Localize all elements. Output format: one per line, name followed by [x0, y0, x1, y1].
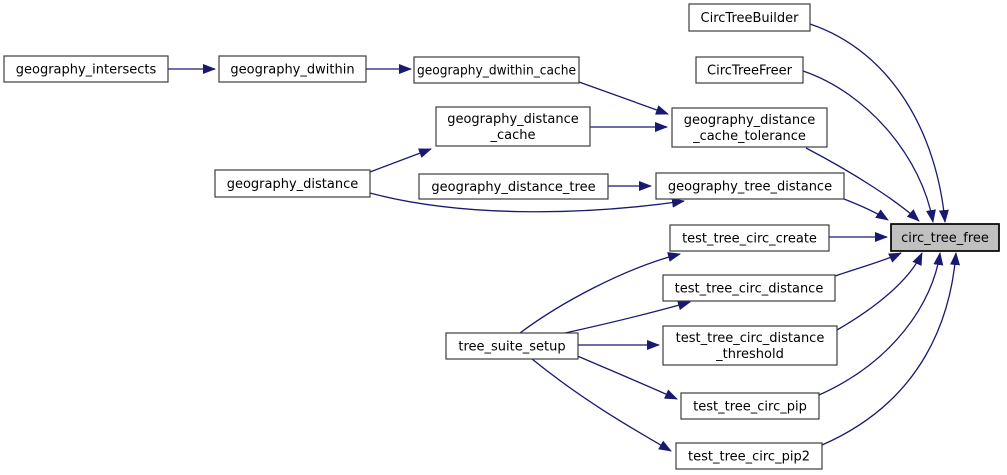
node-test_tree_circ_distance_threshold[interactable]: test_tree_circ_distance_threshold — [662, 325, 838, 366]
node-label-geography_distance_cache_tolerance-line1: geography_distance — [684, 113, 816, 128]
node-CircTreeBuilder[interactable]: CircTreeBuilder — [688, 3, 811, 32]
node-geography_tree_distance[interactable]: geography_tree_distance — [655, 172, 845, 200]
node-box-test_tree_circ_create[interactable] — [669, 224, 830, 252]
node-label-CircTreeFreer: CircTreeFreer — [707, 64, 793, 79]
node-box-geography_intersects[interactable] — [3, 55, 169, 83]
node-box-circ_tree_free[interactable] — [890, 223, 1000, 252]
node-geography_dwithin_cache[interactable]: geography_dwithin_cache — [413, 56, 580, 84]
edge-geography_distance-to-geography_tree_distance — [369, 192, 685, 213]
node-label-CircTreeBuilder: CircTreeBuilder — [701, 11, 800, 26]
node-label-test_tree_circ_create: test_tree_circ_create — [682, 232, 817, 247]
node-circ_tree_free[interactable]: circ_tree_free — [890, 223, 1000, 252]
edge-geography_dwithin_cache-to-geography_distance_cache_tolerance — [578, 81, 669, 115]
node-label-test_tree_circ_pip: test_tree_circ_pip — [693, 400, 807, 415]
node-test_tree_circ_pip2[interactable]: test_tree_circ_pip2 — [675, 442, 823, 470]
node-box-geography_tree_distance[interactable] — [655, 172, 845, 200]
edge-tree_suite_setup-to-test_tree_circ_pip — [574, 354, 678, 400]
edge-geography_distance_cache_tolerance-to-circ_tree_free — [805, 147, 920, 222]
node-box-CircTreeFreer[interactable] — [695, 56, 804, 84]
node-test_tree_circ_distance[interactable]: test_tree_circ_distance — [662, 274, 836, 302]
node-label-geography_distance_cache-line1: geography_distance — [447, 112, 579, 127]
node-geography_dwithin[interactable]: geography_dwithin — [218, 55, 367, 83]
edge-test_tree_circ_pip-to-circ_tree_free — [818, 252, 944, 396]
node-box-CircTreeBuilder[interactable] — [688, 3, 811, 32]
edge-tree_suite_setup-to-test_tree_circ_create — [519, 252, 681, 334]
node-geography_distance_tree[interactable]: geography_distance_tree — [418, 173, 609, 200]
edge-geography_tree_distance-to-circ_tree_free — [843, 198, 889, 221]
node-tree_suite_setup[interactable]: tree_suite_setup — [445, 332, 579, 360]
node-label-geography_intersects: geography_intersects — [16, 63, 157, 78]
node-CircTreeFreer[interactable]: CircTreeFreer — [695, 56, 804, 84]
node-test_tree_circ_pip[interactable]: test_tree_circ_pip — [680, 392, 820, 420]
edge-tree_suite_setup-to-test_tree_circ_distance — [564, 300, 691, 334]
node-box-geography_distance[interactable] — [214, 169, 371, 198]
node-test_tree_circ_create[interactable]: test_tree_circ_create — [669, 224, 830, 252]
edge-CircTreeFreer-to-circ_tree_free — [802, 70, 936, 223]
node-label-geography_tree_distance: geography_tree_distance — [668, 180, 832, 195]
node-label-test_tree_circ_distance_threshold-line2: _threshold — [715, 347, 784, 362]
node-label-test_tree_circ_distance_threshold-line1: test_tree_circ_distance — [676, 331, 825, 346]
edge-test_tree_circ_pip2-to-circ_tree_free — [821, 252, 961, 446]
node-label-tree_suite_setup: tree_suite_setup — [458, 340, 565, 355]
node-geography_intersects[interactable]: geography_intersects — [3, 55, 169, 83]
node-label-geography_distance: geography_distance — [227, 177, 359, 192]
node-box-test_tree_circ_pip2[interactable] — [675, 442, 823, 470]
edge-test_tree_circ_distance-to-circ_tree_free — [834, 252, 902, 277]
node-box-geography_distance_cache[interactable] — [435, 106, 591, 147]
node-box-tree_suite_setup[interactable] — [445, 332, 579, 360]
node-label-geography_dwithin: geography_dwithin — [230, 63, 354, 78]
node-box-geography_distance_cache_tolerance[interactable] — [671, 107, 828, 148]
node-label-geography_distance_cache-line2: _cache — [490, 128, 536, 143]
node-label-circ_tree_free: circ_tree_free — [901, 231, 989, 246]
node-geography_distance_cache_tolerance[interactable]: geography_distance_cache_tolerance — [671, 107, 828, 148]
node-box-geography_dwithin_cache[interactable] — [413, 56, 580, 84]
node-label-geography_distance_cache_tolerance-line2: _cache_tolerance — [692, 129, 806, 144]
edge-test_tree_circ_distance_threshold-to-circ_tree_free — [836, 252, 923, 331]
node-box-geography_dwithin[interactable] — [218, 55, 367, 83]
node-box-geography_distance_tree[interactable] — [418, 173, 609, 200]
node-label-test_tree_circ_pip2: test_tree_circ_pip2 — [688, 450, 810, 465]
edge-tree_suite_setup-to-test_tree_circ_pip2 — [531, 358, 672, 452]
node-label-geography_distance_tree: geography_distance_tree — [431, 180, 595, 195]
edge-CircTreeBuilder-to-circ_tree_free — [809, 23, 949, 223]
edge-geography_distance-to-geography_distance_cache — [369, 148, 432, 173]
node-box-test_tree_circ_distance_threshold[interactable] — [662, 325, 838, 366]
node-box-test_tree_circ_pip[interactable] — [680, 392, 820, 420]
node-box-test_tree_circ_distance[interactable] — [662, 274, 836, 302]
node-label-test_tree_circ_distance: test_tree_circ_distance — [675, 282, 824, 297]
node-label-geography_dwithin_cache: geography_dwithin_cache — [417, 64, 576, 79]
edges-layer — [168, 23, 961, 452]
node-geography_distance_cache[interactable]: geography_distance_cache — [435, 106, 591, 147]
node-geography_distance[interactable]: geography_distance — [214, 169, 371, 198]
